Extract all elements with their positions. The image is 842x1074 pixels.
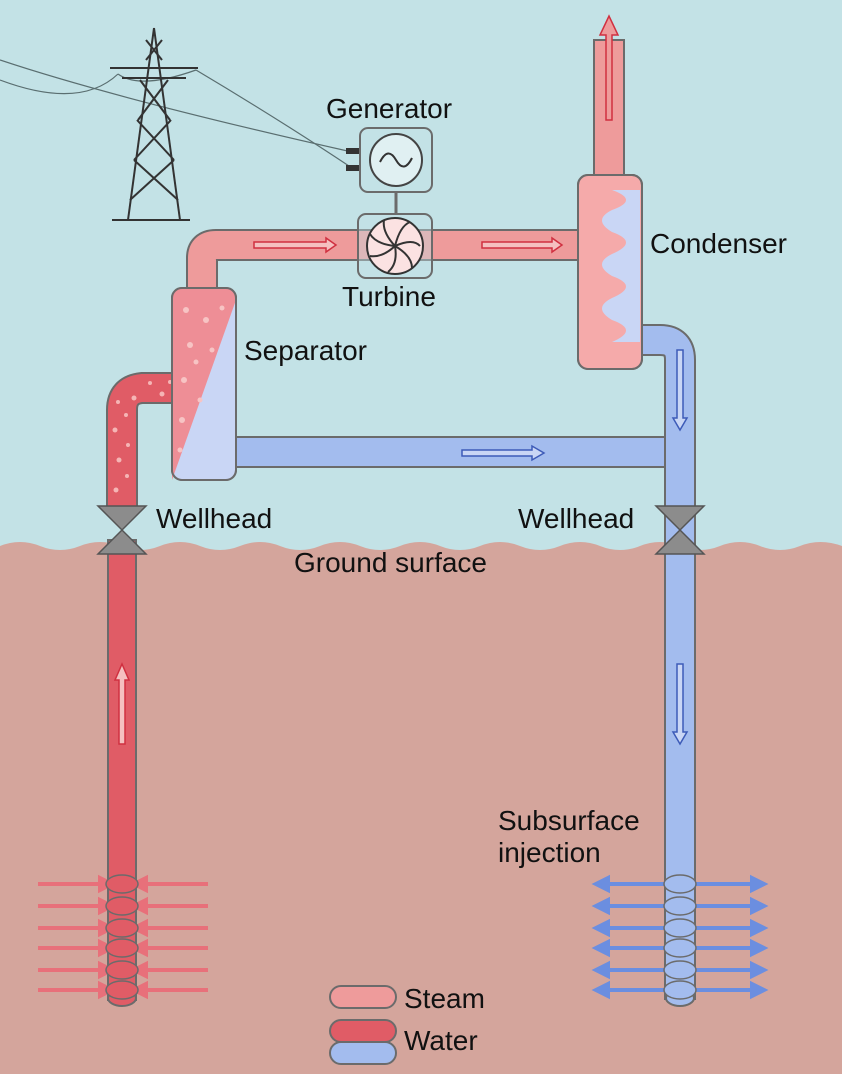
legend-label-water: Water — [404, 1025, 478, 1056]
legend-label-steam: Steam — [404, 983, 485, 1014]
subsurface-injection-label-line2: injection — [498, 837, 601, 868]
valve-left-icon — [96, 505, 148, 555]
wellhead-right-label: Wellhead — [518, 503, 634, 534]
generator-label: Generator — [326, 93, 452, 124]
two-phase-bubbles — [112, 380, 172, 493]
well-perforations — [105, 874, 697, 1000]
legend-swatch-cold-water — [329, 1041, 397, 1065]
separator-vessel — [171, 287, 237, 481]
separator-label: Separator — [244, 335, 367, 366]
exhaust-arrow-icon — [598, 14, 620, 121]
power-lines — [0, 59, 353, 169]
condenser-vessel — [577, 174, 643, 370]
condenser-label: Condenser — [650, 228, 787, 259]
turbine-icon — [357, 213, 433, 279]
ground-area — [0, 542, 842, 1074]
legend-swatch-steam — [329, 985, 397, 1009]
legend-swatch-water — [329, 1019, 397, 1043]
transmission-tower-icon — [110, 27, 198, 221]
reservoir-outflow-arrows — [591, 874, 769, 1000]
wellhead-left-label: Wellhead — [156, 503, 272, 534]
valve-right-icon — [654, 505, 706, 555]
ground-surface-label: Ground surface — [294, 547, 487, 578]
generator-icon — [346, 127, 433, 214]
legend: Steam Water — [329, 983, 485, 1065]
subsurface-injection-label-line1: Subsurface — [498, 805, 640, 836]
turbine-label: Turbine — [342, 281, 436, 312]
flow-arrows — [113, 236, 689, 746]
